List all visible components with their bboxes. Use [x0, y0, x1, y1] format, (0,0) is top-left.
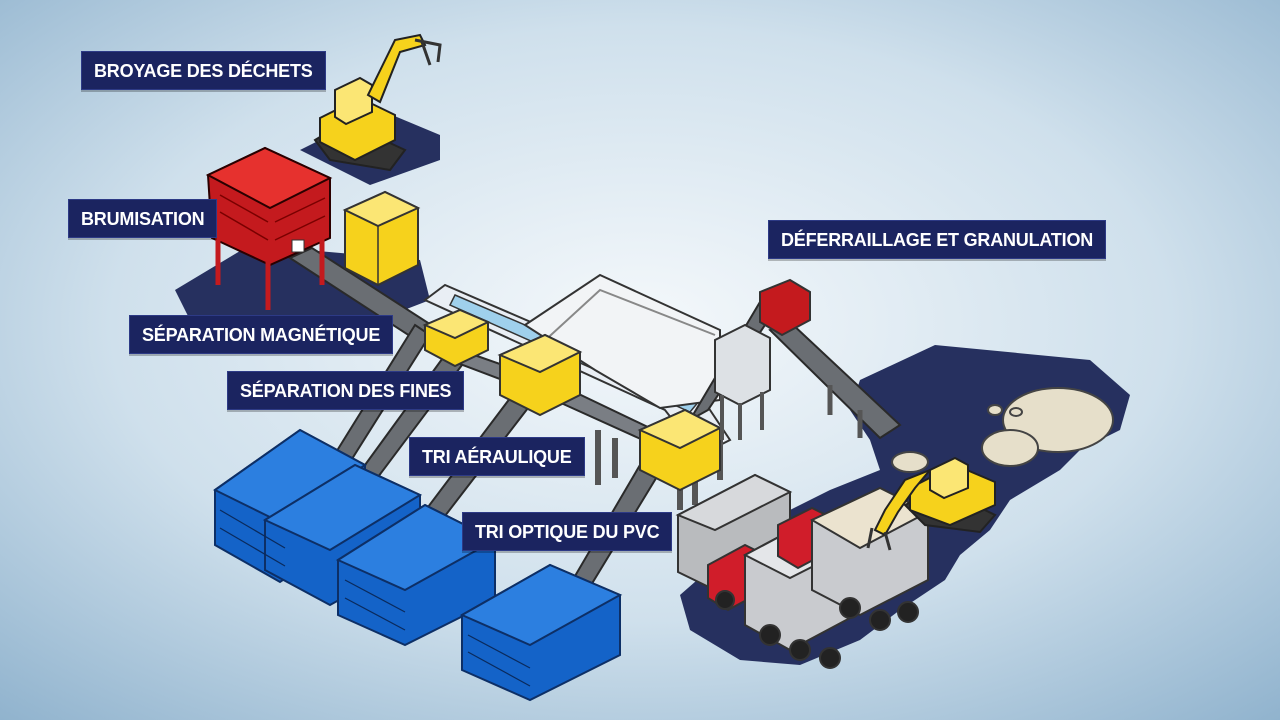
- excavator-top: [313, 33, 442, 172]
- rubble-piles: [891, 387, 1114, 473]
- label-separation-magnetique: SÉPARATION MAGNÉTIQUE: [129, 315, 394, 354]
- label-brumisation: BRUMISATION: [68, 199, 218, 238]
- deferraillage-unit: [714, 278, 811, 440]
- label-separation-fines: SÉPARATION DES FINES: [227, 371, 465, 410]
- excavator-right: [866, 456, 997, 551]
- label-broyage: BROYAGE DES DÉCHETS: [81, 51, 326, 90]
- label-tri-optique: TRI OPTIQUE DU PVC: [462, 512, 673, 551]
- label-deferraillage: DÉFERRAILLAGE ET GRANULATION: [768, 220, 1107, 259]
- sorting-machines: [422, 308, 723, 492]
- collection-bins: [213, 428, 623, 702]
- brumisation-hopper: [205, 146, 333, 310]
- yellow-silo: [342, 190, 421, 287]
- label-tri-aeraulique: TRI AÉRAULIQUE: [409, 437, 585, 476]
- trucks: [707, 486, 931, 669]
